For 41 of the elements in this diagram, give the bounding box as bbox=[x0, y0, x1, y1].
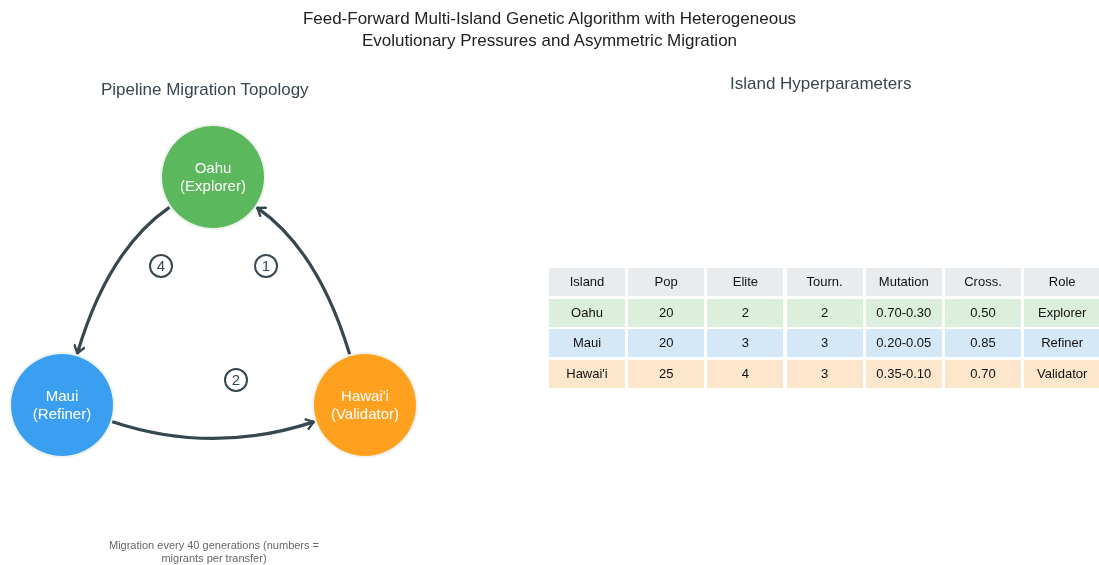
migration-arrow bbox=[111, 417, 316, 441]
table-cell: Hawai'i bbox=[549, 359, 625, 388]
table-header-cell: Role bbox=[1024, 268, 1099, 296]
diagram-title: Feed-Forward Multi-Island Genetic Algorithm with Heterogeneous Evolutionary Pressures and Asymmetric Migration bbox=[301, 8, 798, 52]
edge-label: 1 bbox=[254, 254, 278, 278]
table-cell: Oahu bbox=[549, 298, 625, 327]
panel-title: Island Hyperparameters bbox=[730, 74, 912, 94]
table-cell: 2 bbox=[786, 298, 863, 327]
table-cell: 0.70 bbox=[945, 359, 1021, 388]
table-cell: 0.70-0.30 bbox=[865, 298, 942, 327]
island-label: Oahu (Explorer) bbox=[179, 159, 247, 195]
table-cell: 2 bbox=[707, 298, 784, 327]
table-cell: 0.50 bbox=[945, 298, 1021, 327]
table-cell: 0.20-0.05 bbox=[865, 329, 942, 357]
table-cell: 3 bbox=[786, 359, 863, 388]
panel-title: Pipeline Migration Topology bbox=[101, 80, 309, 100]
table-cell: Validator bbox=[1024, 359, 1099, 388]
table-cell: 20 bbox=[628, 298, 705, 327]
table-header-cell: Cross. bbox=[945, 268, 1021, 296]
table-cell: 0.35-0.10 bbox=[865, 359, 942, 388]
migration-arrow bbox=[255, 206, 351, 355]
edge-label: 4 bbox=[149, 254, 173, 278]
table-cell: 4 bbox=[707, 359, 784, 388]
table-cell: Refiner bbox=[1024, 329, 1099, 357]
table-cell: 3 bbox=[707, 329, 784, 357]
table-header-cell: Mutation bbox=[865, 268, 942, 296]
table-cell: 25 bbox=[628, 359, 705, 388]
footnote: Migration every 40 generations (numbers = migrants per transfer) bbox=[108, 539, 320, 565]
table-cell: Maui bbox=[549, 329, 625, 357]
migration-arrow bbox=[73, 206, 171, 355]
table-header-cell: Pop bbox=[628, 268, 705, 296]
table-cell: Explorer bbox=[1024, 298, 1099, 327]
table-cell: 3 bbox=[786, 329, 863, 357]
island-label: Maui (Refiner) bbox=[31, 387, 93, 423]
table-cell: 20 bbox=[628, 329, 705, 357]
island-label: Hawai'i (Validator) bbox=[329, 387, 401, 423]
table-header-cell: Elite bbox=[707, 268, 784, 296]
table-header-cell: Island bbox=[549, 268, 625, 296]
edge-label: 2 bbox=[224, 368, 248, 392]
table-cell: 0.85 bbox=[945, 329, 1021, 357]
table-header-cell: Tourn. bbox=[786, 268, 863, 296]
